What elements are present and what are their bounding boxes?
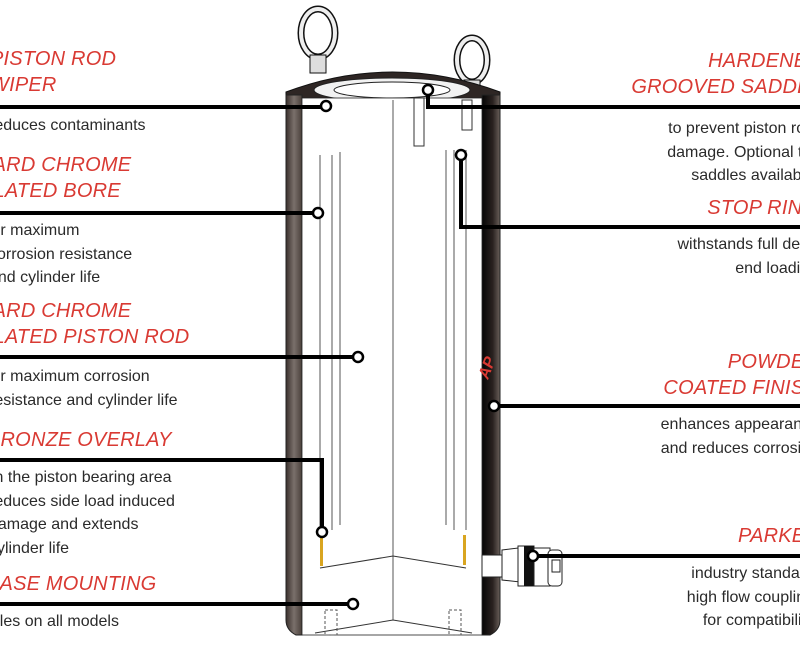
callout-desc-hardened-grooved-saddle: to prevent piston rod damage. Optional t… xyxy=(667,117,800,188)
desc-line: for maximum corrosion xyxy=(0,368,150,385)
callout-desc-powder-coated-finish: enhances appearance and reduces corrosio… xyxy=(661,413,800,460)
desc-line: saddles available xyxy=(691,167,800,184)
callout-desc-base-mounting: holes on all models xyxy=(0,610,119,634)
desc-line: withstands full dead xyxy=(677,236,800,253)
desc-line: high flow coupling xyxy=(686,588,800,606)
desc-line: industry standard xyxy=(691,565,800,582)
callout-dot-wiper xyxy=(319,99,333,113)
desc-line: to prevent piston rod xyxy=(668,120,800,137)
callout-title-hard-chrome-piston-rod: HARD CHROME PLATED PISTON ROD xyxy=(0,298,189,350)
title-line: HARD CHROME xyxy=(0,154,132,176)
callout-desc-parker: industry standard high flow coupling for… xyxy=(687,562,800,633)
callout-desc-hard-chrome-piston-rod: for maximum corrosion resistance and cyl… xyxy=(0,365,178,412)
desc-line: for maximum xyxy=(0,222,80,239)
eye-bolt-left xyxy=(297,5,339,74)
leader-stop-ring xyxy=(459,160,800,229)
cylinder-wall-right xyxy=(481,94,501,636)
desc-line: damage and extends xyxy=(0,516,139,533)
callout-title-piston-rod-wiper: PISTON ROD WIPER xyxy=(0,46,116,98)
title-line: WIPER xyxy=(0,74,57,96)
callout-desc-piston-rod-wiper: reduces contaminants xyxy=(0,114,146,138)
callout-title-hardened-grooved-saddle: HARDENED GROOVED SADDLE xyxy=(631,48,800,100)
title-line: COATED FINISH xyxy=(663,377,800,399)
desc-line: for compatibility xyxy=(702,612,800,629)
title-line: PLATED PISTON ROD xyxy=(0,326,190,348)
leader-saddle xyxy=(426,95,800,109)
desc-line: and cylinder life xyxy=(0,269,101,286)
title-line: HARD CHROME xyxy=(0,300,132,322)
leader-bronze xyxy=(0,458,324,527)
desc-line: enhances appearance xyxy=(660,416,800,433)
callout-title-parker: PARKER xyxy=(738,523,800,549)
title-line: PLATED BORE xyxy=(0,180,121,202)
callout-desc-stop-ring: withstands full dead end loading xyxy=(677,233,800,280)
desc-line: damage. Optional tilt xyxy=(667,143,800,161)
callout-dot-bronze xyxy=(315,525,329,539)
title-line: PARKER xyxy=(738,525,800,547)
desc-line: corrosion resistance xyxy=(0,245,133,263)
callout-desc-bronze-overlay: in the piston bearing area reduces side … xyxy=(0,466,175,560)
callout-title-powder-coated-finish: POWDER COATED FINISH xyxy=(663,349,800,401)
desc-line: and reduces corrosion xyxy=(660,439,800,457)
desc-line: cylinder life xyxy=(0,539,70,557)
callout-dot-powder-coat xyxy=(487,399,501,413)
desc-line: end loading xyxy=(735,259,800,277)
callout-desc-hard-chrome-bore: for maximum corrosion resistance and cyl… xyxy=(0,219,132,290)
desc-line: reduces side load induced xyxy=(0,492,175,510)
title-line: GROOVED SADDLE xyxy=(631,76,800,98)
desc-line: in the piston bearing area xyxy=(0,469,172,486)
desc-line: holes on all models xyxy=(0,613,119,630)
callout-dot-saddle xyxy=(421,83,435,97)
title-line: PISTON ROD xyxy=(0,48,117,70)
title-line: BASE MOUNTING xyxy=(0,573,157,595)
callout-title-hard-chrome-bore: HARD CHROME PLATED BORE xyxy=(0,152,131,204)
desc-line: reduces contaminants xyxy=(0,117,146,134)
callout-title-stop-ring: STOP RING xyxy=(707,195,800,221)
title-line: POWDER xyxy=(727,351,800,373)
cylinder-wall-left xyxy=(285,94,303,636)
title-line: HARDENED xyxy=(708,50,800,72)
callout-dot-bore xyxy=(311,206,325,220)
desc-line: resistance and cylinder life xyxy=(0,391,178,409)
callout-dot-parker xyxy=(526,549,540,563)
title-line: BRONZE OVERLAY xyxy=(0,429,172,451)
callout-title-base-mounting: BASE MOUNTING xyxy=(0,571,156,597)
callout-dot-stop-ring xyxy=(454,148,468,162)
callout-dot-base xyxy=(346,597,360,611)
callout-title-bronze-overlay: BRONZE OVERLAY xyxy=(0,427,172,453)
title-line: STOP RING xyxy=(707,197,800,219)
callout-dot-piston-rod xyxy=(351,350,365,364)
